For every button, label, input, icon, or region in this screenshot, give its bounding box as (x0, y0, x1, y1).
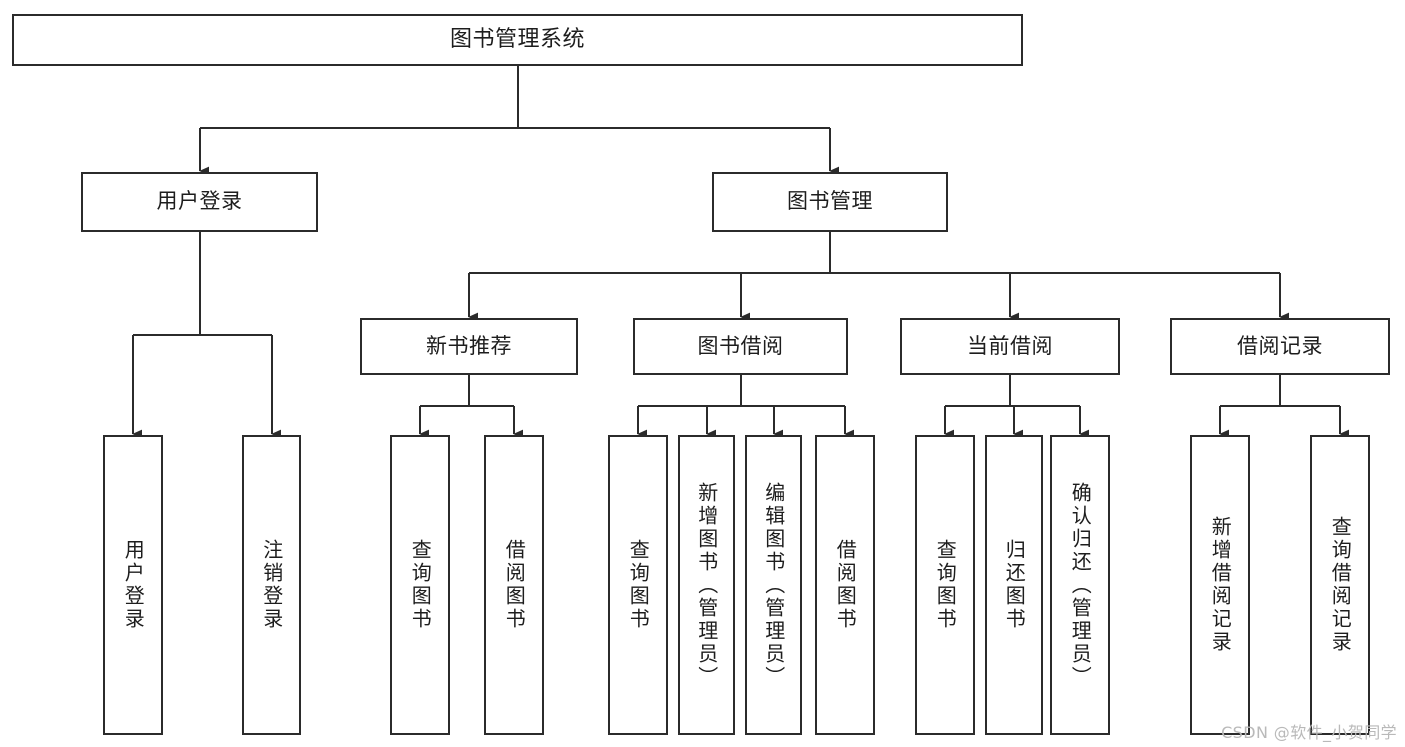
node-leaf-add-book[interactable]: 新增图书（管理员） (678, 435, 735, 735)
node-label: 编辑图书（管理员） (761, 481, 786, 689)
node-label: 注销登录 (259, 539, 284, 631)
node-label: 查询借阅记录 (1328, 516, 1353, 654)
node-leaf-user-login[interactable]: 用户登录 (103, 435, 163, 735)
node-label: 查询图书 (626, 539, 651, 631)
node-leaf-query-book-3[interactable]: 查询图书 (915, 435, 975, 735)
node-leaf-return-book[interactable]: 归还图书 (985, 435, 1043, 735)
node-user-login[interactable]: 用户登录 (81, 172, 318, 232)
node-label: 借阅图书 (833, 539, 858, 631)
node-label: 借阅记录 (1237, 333, 1323, 358)
node-label: 查询图书 (933, 539, 958, 631)
node-label: 归还图书 (1002, 539, 1027, 631)
node-leaf-add-record[interactable]: 新增借阅记录 (1190, 435, 1250, 735)
node-leaf-query-record[interactable]: 查询借阅记录 (1310, 435, 1370, 735)
node-leaf-borrow-book-2[interactable]: 借阅图书 (815, 435, 875, 735)
node-label: 借阅图书 (502, 539, 527, 631)
node-label: 用户登录 (121, 539, 146, 631)
node-leaf-borrow-book-1[interactable]: 借阅图书 (484, 435, 544, 735)
node-root[interactable]: 图书管理系统 (12, 14, 1023, 66)
node-book-borrow[interactable]: 图书借阅 (633, 318, 848, 375)
node-label: 确认归还（管理员） (1068, 481, 1093, 689)
edge-layer (131, 66, 1350, 439)
node-leaf-query-book-1[interactable]: 查询图书 (390, 435, 450, 735)
node-label: 查询图书 (408, 539, 433, 631)
node-leaf-user-logout[interactable]: 注销登录 (242, 435, 301, 735)
node-label: 当前借阅 (967, 333, 1053, 358)
node-leaf-confirm-ret[interactable]: 确认归还（管理员） (1050, 435, 1110, 735)
node-new-book-rec[interactable]: 新书推荐 (360, 318, 578, 375)
node-label: 图书借阅 (697, 333, 784, 358)
node-label: 新书推荐 (426, 333, 512, 358)
node-label: 图书管理系统 (449, 26, 585, 52)
node-label: 图书管理 (787, 189, 873, 214)
node-label: 新增图书（管理员） (694, 481, 719, 689)
node-label: 用户登录 (156, 189, 243, 214)
node-leaf-edit-book[interactable]: 编辑图书（管理员） (745, 435, 802, 735)
node-book-manage[interactable]: 图书管理 (712, 172, 948, 232)
node-label: 新增借阅记录 (1208, 516, 1233, 654)
node-current-borrow[interactable]: 当前借阅 (900, 318, 1120, 375)
node-leaf-query-book-2[interactable]: 查询图书 (608, 435, 668, 735)
node-borrow-record[interactable]: 借阅记录 (1170, 318, 1390, 375)
